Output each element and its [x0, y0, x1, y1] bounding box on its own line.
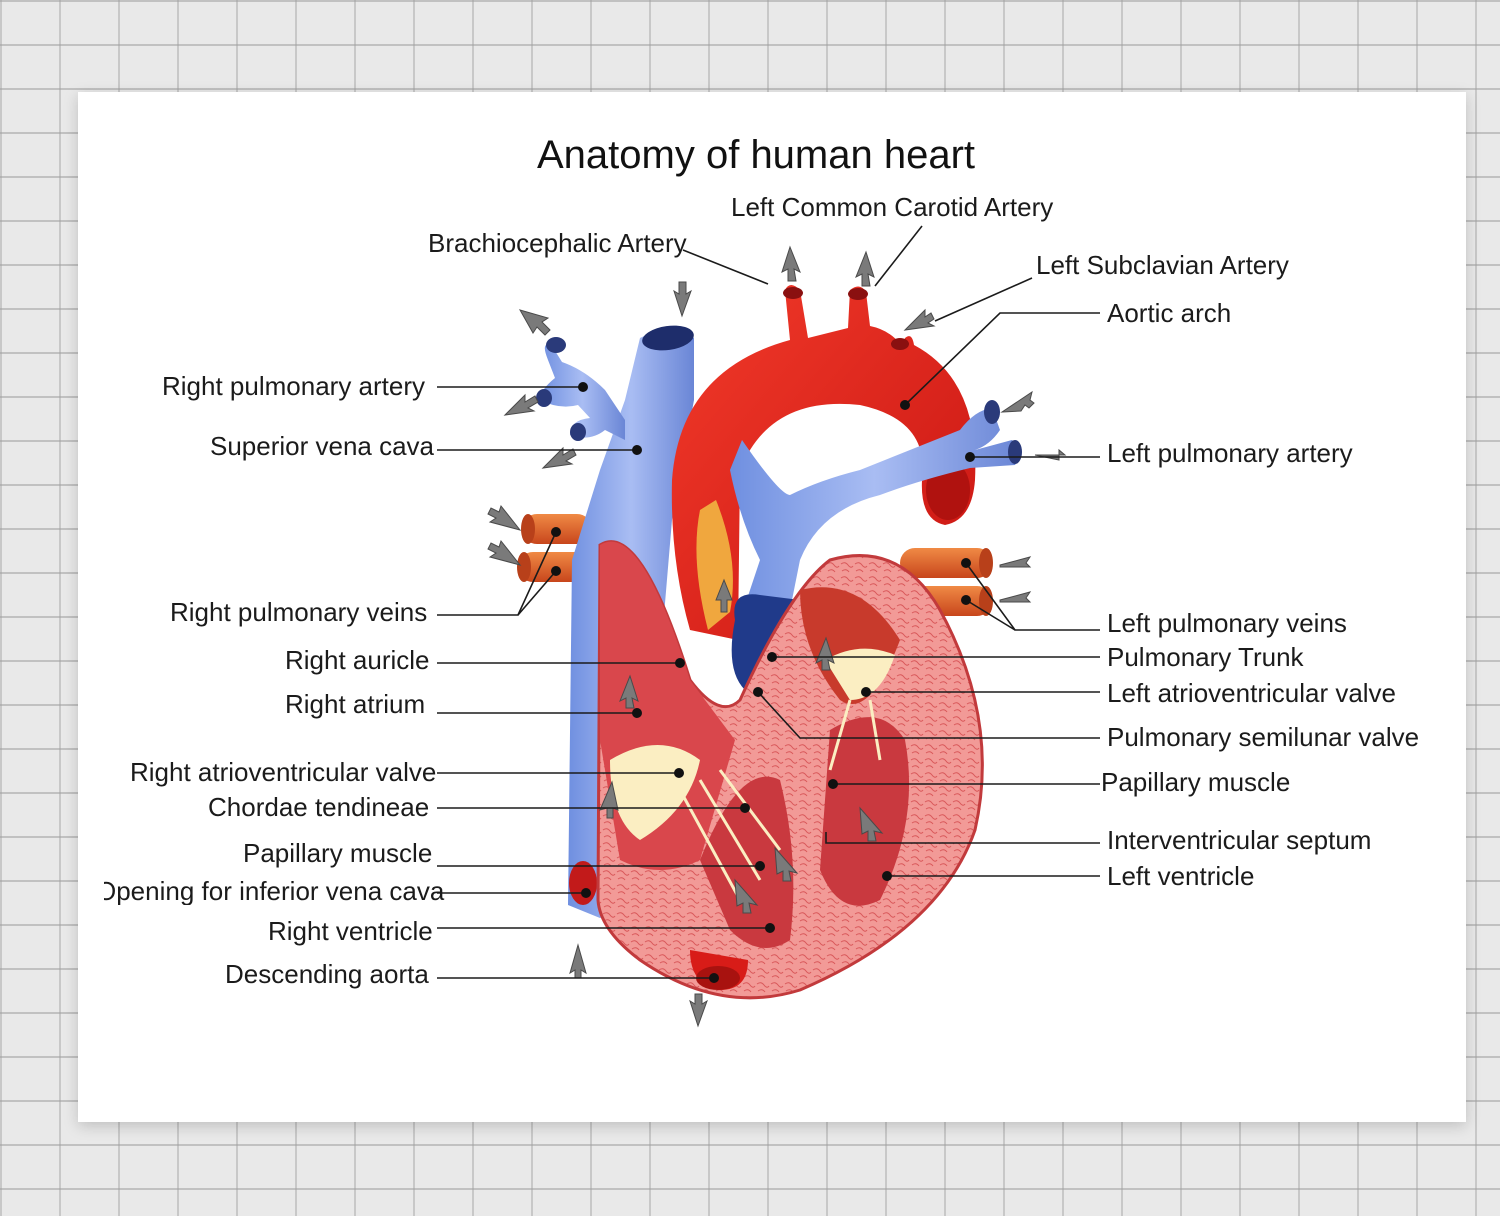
label-right-atrioventricular-valve: Right atrioventricular valve: [130, 757, 437, 787]
label-papillary-muscle-right-side: Papillary muscle: [243, 838, 433, 868]
label-left-ventricle: Left ventricle: [1107, 861, 1255, 891]
arrow-icon: [503, 393, 539, 416]
label-pulmonary-trunk: Pulmonary Trunk: [1107, 642, 1304, 672]
label-interventricular-septum: Interventricular septum: [1107, 825, 1372, 855]
label-descending-aorta: Descending aorta: [225, 959, 429, 989]
arrow-icon: [673, 281, 692, 318]
arrow-icon: [569, 943, 587, 979]
diagram-title: Anatomy of human heart: [537, 133, 976, 177]
arrow-icon: [781, 245, 801, 282]
arrow-icon: [487, 539, 522, 566]
label-aortic-arch: Aortic arch: [1107, 298, 1232, 328]
arrow-icon: [619, 674, 639, 709]
arrow-icon: [815, 636, 835, 671]
label-superior-vena-cava: Superior vena cava: [210, 431, 435, 461]
label-right-pulmonary-veins: Right pulmonary veins: [170, 597, 428, 627]
label-chordae-tendineae: Chordae tendineae: [208, 792, 430, 822]
arrow-icon: [487, 504, 522, 531]
label-left-common-carotid-artery: Left Common Carotid Artery: [731, 192, 1054, 222]
arrow-icon: [1034, 448, 1067, 461]
label-brachiocephalic-artery: Brachiocephalic Artery: [428, 228, 687, 258]
arrow-icon: [859, 806, 884, 842]
label-pulmonary-semilunar-valve: Pulmonary semilunar valve: [1107, 722, 1420, 752]
label-left-pulmonary-artery: Left pulmonary artery: [1107, 438, 1353, 468]
arrow-icon: [774, 846, 799, 882]
label-right-pulmonary-artery: Right pulmonary artery: [162, 371, 425, 401]
arrow-icon: [903, 308, 936, 331]
label-opening-inferior-vena-cava: Opening for inferior vena cava: [96, 876, 445, 906]
label-right-auricle: Right auricle: [285, 645, 430, 675]
label-papillary-muscle-left-side: Papillary muscle: [1101, 767, 1291, 797]
label-right-atrium: Right atrium: [285, 689, 426, 719]
label-left-atrioventricular-valve: Left atrioventricular valve: [1107, 678, 1397, 708]
right-pulmonary-artery: [536, 337, 625, 441]
arrow-icon: [999, 556, 1032, 568]
arrow-icon: [689, 993, 708, 1028]
arrow-icon: [599, 780, 619, 819]
arrow-icon: [518, 309, 551, 336]
label-left-pulmonary-veins: Left pulmonary veins: [1107, 608, 1347, 638]
arrow-icon: [999, 591, 1032, 603]
arrow-icon: [541, 446, 577, 469]
heart-body: [596, 540, 984, 1000]
label-left-subclavian-artery: Left Subclavian Artery: [1036, 250, 1289, 280]
blood-flow-arrows: [487, 245, 1067, 1028]
arrow-icon: [1000, 390, 1035, 413]
arrow-icon: [715, 578, 733, 613]
leader-lines: [437, 225, 1100, 983]
arrow-icon: [855, 250, 875, 287]
arrow-icon: [734, 878, 759, 914]
label-right-ventricle: Right ventricle: [268, 916, 433, 946]
